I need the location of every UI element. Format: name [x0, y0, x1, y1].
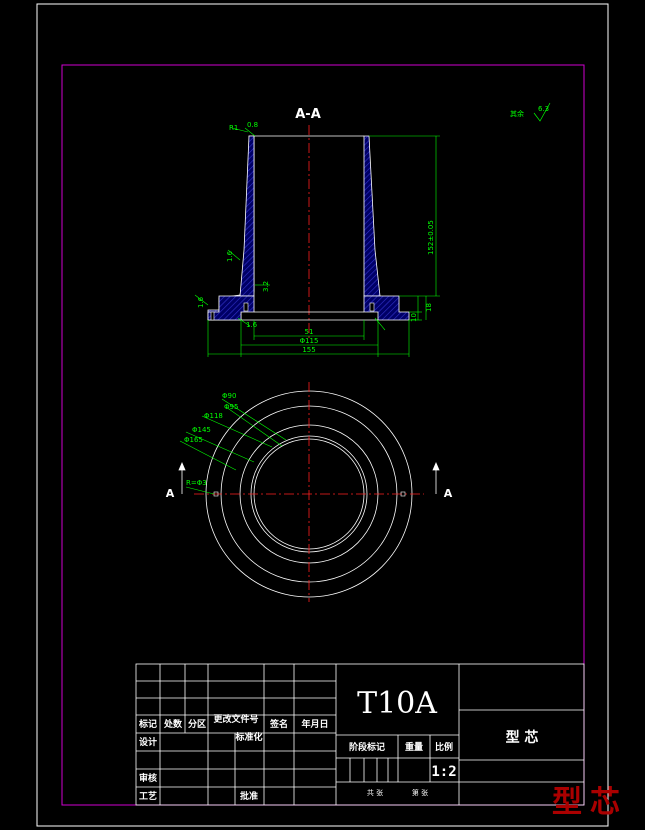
title-block [135, 663, 585, 806]
dim-d5: Φ165 [184, 436, 203, 444]
note-bottom: 1.6 [246, 321, 258, 329]
plan-view: Φ90 Φ95 Φ118 Φ145 Φ165 R=Φ3 A A [166, 382, 453, 602]
hdr-docno: 更改文件号 [213, 713, 258, 725]
approve-label: 批准 [240, 790, 258, 802]
hdr-count: 处数 [163, 718, 183, 730]
drawing-name: 型 芯 [506, 729, 539, 746]
note-left-1: 1.6 [226, 250, 234, 262]
dim-height: 152±0.05 [427, 220, 435, 255]
review-label: 审核 [139, 772, 157, 784]
process-label: 工艺 [139, 790, 157, 802]
dim-dia-155: 155 [302, 346, 315, 354]
dim-d1: Φ90 [222, 392, 236, 400]
roughness-symbol: 其余 6.3 [510, 102, 551, 122]
weight-label: 重量 [405, 741, 423, 753]
standardize-label: 标准化 [234, 731, 262, 743]
section-view: A-A [194, 107, 440, 357]
scale-value: 1:2 [431, 764, 456, 780]
design-label: 设计 [139, 736, 157, 748]
watermark: 型芯 [552, 785, 628, 820]
inner-border [61, 64, 585, 806]
cut-label-right: A [444, 487, 453, 500]
part-name: T10A [357, 686, 437, 721]
hdr-date: 年月日 [301, 718, 328, 730]
note-left-3: 1.6 [197, 296, 205, 308]
sheet-total: 共 张 [367, 788, 383, 797]
section-label: A-A [295, 107, 321, 122]
dim-dia-115: Φ115 [300, 337, 319, 345]
outer-border [36, 3, 609, 827]
hdr-zone: 分区 [188, 718, 206, 730]
dim-step-18: 18 [425, 303, 433, 312]
roughness-value: 6.3 [538, 105, 549, 113]
stage-label: 阶段标记 [349, 741, 385, 753]
cut-label-left: A [166, 487, 175, 500]
dim-d3: Φ118 [204, 412, 223, 420]
scale-label: 比例 [435, 741, 453, 753]
dim-d2: Φ95 [224, 403, 238, 411]
sheet-no: 第 张 [412, 788, 428, 797]
dim-top-radius: R1 [229, 124, 238, 132]
hole-note: R=Φ3 [186, 479, 207, 487]
hdr-sign: 签名 [269, 718, 288, 730]
note-left-2: 3.2 [262, 281, 270, 292]
dim-step-10: 10 [410, 313, 418, 322]
roughness-note: 其余 [510, 109, 524, 118]
dim-bore: 51 [305, 328, 314, 336]
dim-top-chamfer: 0.8 [247, 121, 258, 129]
dim-d4: Φ145 [192, 426, 211, 434]
hdr-mark: 标记 [138, 718, 157, 730]
